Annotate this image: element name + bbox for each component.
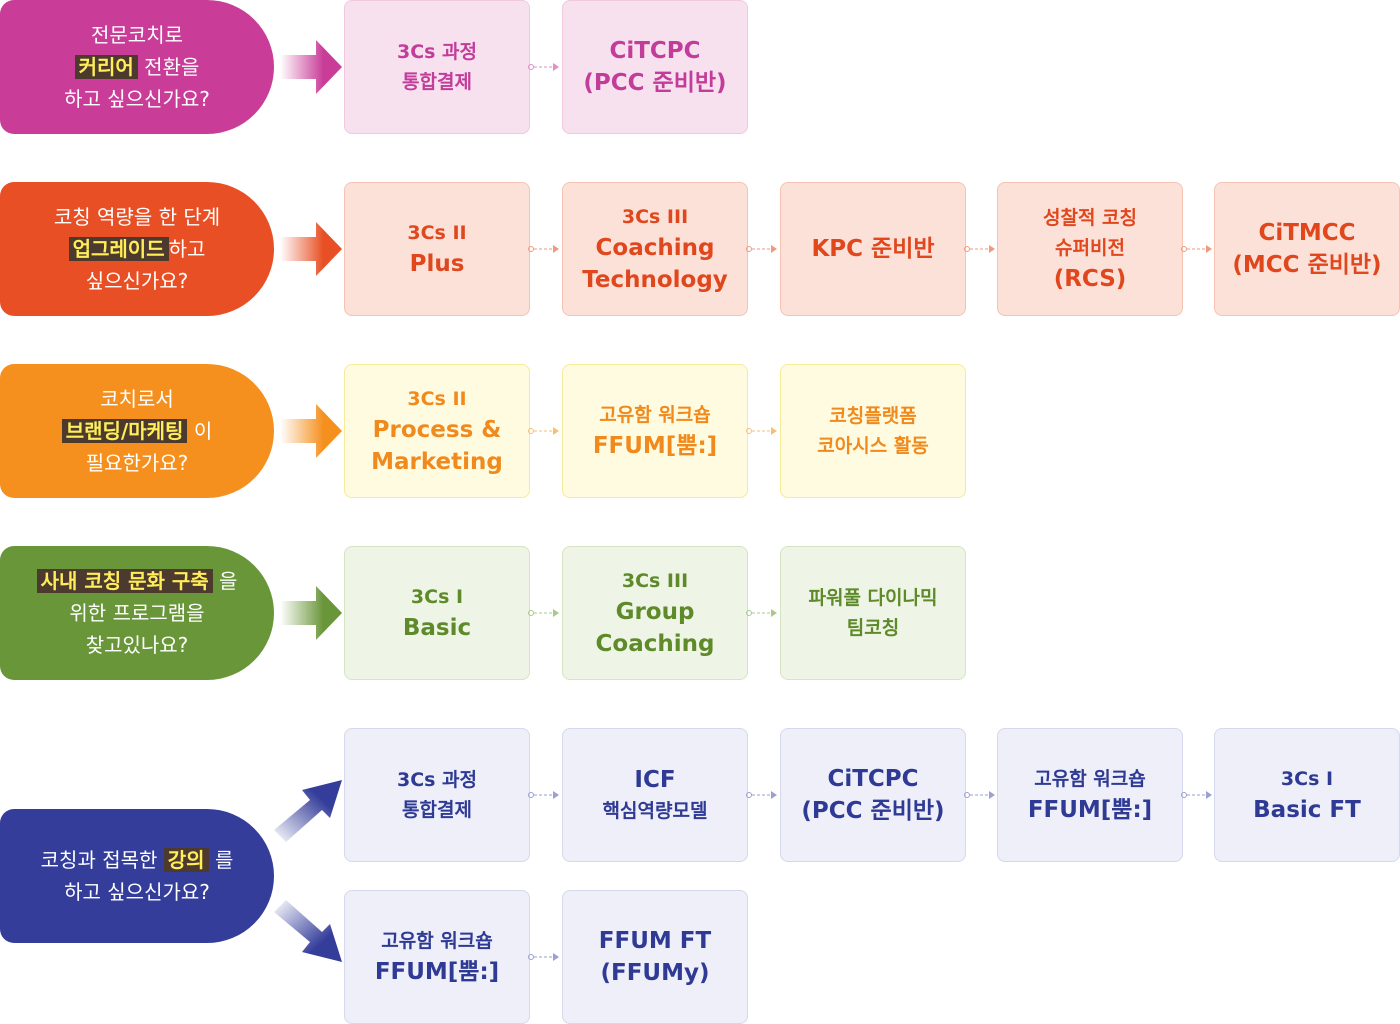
question-line: 코치로서 (100, 387, 174, 411)
connector-arrow-icon (746, 609, 777, 617)
connector-arrow-icon (964, 245, 995, 253)
program-box-citcpc[interactable]: CiTCPC(PCC 준비반) (562, 0, 748, 134)
question-highlight: 브랜딩/마케팅 (61, 419, 188, 443)
program-box-citcpc-lecture[interactable]: CiTCPC(PCC 준비반) (780, 728, 966, 862)
connector-arrow-icon (746, 245, 777, 253)
question-branding: 코치로서 브랜딩/마케팅 이 필요한가요? (0, 364, 274, 498)
connector-arrow-icon (746, 427, 777, 435)
question-line: 브랜딩/마케팅 이 (61, 415, 212, 447)
question-line: 전문코치로 (91, 23, 183, 47)
question-line: 위한 프로그램을 (69, 601, 205, 625)
question-highlight: 강의 (163, 848, 209, 872)
arrow-up-right-icon (274, 780, 342, 842)
arrow-right-icon (280, 222, 342, 276)
question-line: 찾고있나요? (85, 633, 189, 657)
question-line: 싶으신가요? (85, 269, 189, 293)
question-line: 커리어 전환을 (74, 51, 199, 83)
program-box-citmcc[interactable]: CiTMCC(MCC 준비반) (1214, 182, 1400, 316)
question-highlight: 업그레이드 (68, 237, 169, 261)
connector-arrow-icon (528, 63, 559, 71)
question-highlight: 사내 코칭 문화 구축 (36, 569, 213, 593)
connector-arrow-icon (1181, 245, 1212, 253)
question-line: 하고 싶으신가요? (64, 880, 210, 904)
question-line: 코칭 역량을 한 단계 (53, 205, 221, 229)
arrow-right-icon (280, 404, 342, 458)
connector-arrow-icon (528, 245, 559, 253)
connector-arrow-icon (964, 791, 995, 799)
connector-arrow-icon (746, 791, 777, 799)
program-box-ffum-ft[interactable]: FFUM FT(FFUMy) (562, 890, 748, 1024)
question-line: 사내 코칭 문화 구축 을 (36, 565, 237, 597)
question-line: 코칭과 접목한 강의 를 (40, 848, 234, 872)
question-career: 전문코치로 커리어 전환을 하고 싶으신가요? (0, 0, 274, 134)
question-highlight: 커리어 (74, 55, 138, 79)
question-line: 필요한가요? (85, 451, 189, 475)
program-box-kpc[interactable]: KPC 준비반 (780, 182, 966, 316)
question-corporate-culture: 사내 코칭 문화 구축 을 위한 프로그램을 찾고있나요? (0, 546, 274, 680)
connector-arrow-icon (1181, 791, 1212, 799)
connector-arrow-icon (528, 427, 559, 435)
question-line: 하고 싶으신가요? (64, 87, 210, 111)
question-lecture: 코칭과 접목한 강의 를 하고 싶으신가요? (0, 809, 274, 943)
connector-arrow-icon (528, 609, 559, 617)
connector-arrow-icon (528, 791, 559, 799)
connector-arrow-icon (528, 953, 559, 961)
arrow-down-right-icon (274, 900, 342, 962)
arrow-right-icon (280, 40, 342, 94)
arrow-right-icon (280, 586, 342, 640)
